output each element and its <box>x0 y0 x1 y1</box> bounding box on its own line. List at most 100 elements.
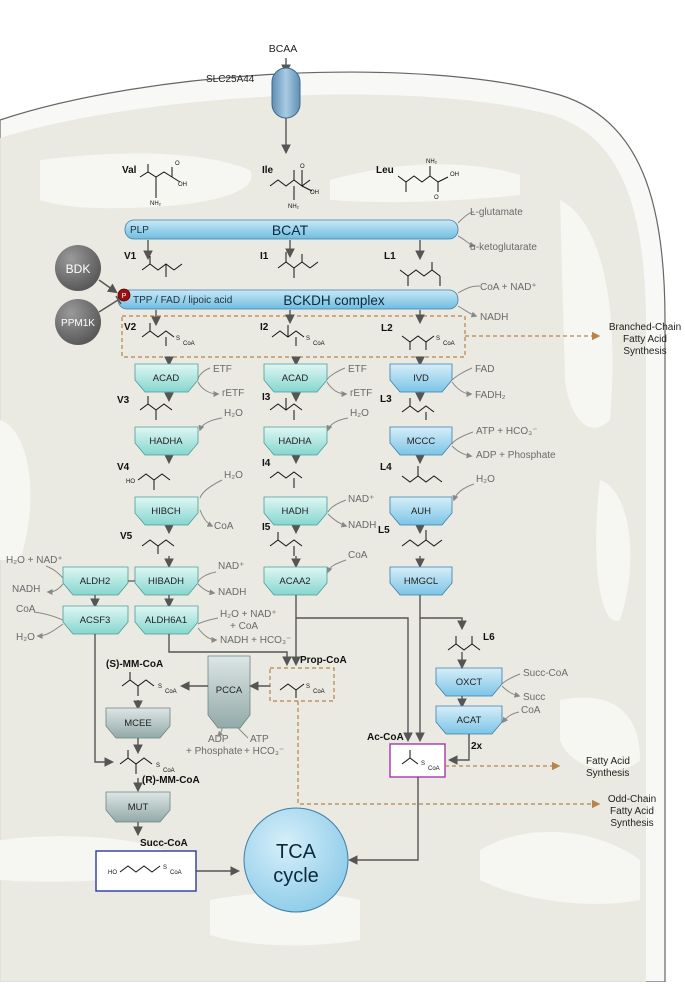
svg-text:ATP + HCO₃⁻: ATP + HCO₃⁻ <box>476 426 538 437</box>
isoleucine-structure <box>269 170 313 200</box>
svg-text:CoA: CoA <box>16 604 36 615</box>
svg-text:L4: L4 <box>380 462 392 473</box>
svg-text:CoA: CoA <box>183 341 195 347</box>
svg-text:O: O <box>175 161 180 167</box>
enz-val-hibch[interactable]: HIBCH <box>134 496 199 526</box>
svg-text:H₂O + NAD⁺: H₂O + NAD⁺ <box>6 555 63 566</box>
enz-val-acsf3[interactable]: ACSF3 <box>62 605 129 635</box>
bckdh-bar[interactable]: TPP / FAD / lipoic acid BCKDH complex <box>117 289 459 310</box>
ile-label: Ile <box>262 165 274 176</box>
slc25a44-transporter[interactable] <box>271 67 301 119</box>
svg-text:FADH₂: FADH₂ <box>475 390 506 401</box>
svg-text:I3: I3 <box>262 392 271 403</box>
svg-text:ACAD: ACAD <box>153 373 180 384</box>
svg-text:Succ: Succ <box>523 692 545 703</box>
bcat-label: BCAT <box>272 222 309 238</box>
svg-text:CoA: CoA <box>521 705 541 716</box>
svg-text:NADH + HCO₃⁻: NADH + HCO₃⁻ <box>220 635 291 646</box>
phospho-badge <box>117 288 131 302</box>
svg-text:HADHA: HADHA <box>278 436 312 447</box>
svg-text:MCCC: MCCC <box>407 436 436 447</box>
succ-coa-label: Succ-CoA <box>140 838 188 849</box>
enz-mut[interactable]: MUT <box>105 791 171 823</box>
r-mm-coa-label: (R)-MM-CoA <box>142 775 200 786</box>
enz-leu-oxct[interactable]: OXCT <box>435 667 503 697</box>
svg-text:PCCA: PCCA <box>216 685 243 696</box>
svg-text:OH: OH <box>178 182 187 188</box>
svg-text:CoA: CoA <box>163 768 175 774</box>
enz-pcca[interactable]: PCCA <box>207 655 251 729</box>
svg-text:ACAT: ACAT <box>457 715 482 726</box>
odd-chain-fas-3: Synthesis <box>610 818 653 829</box>
svg-text:MUT: MUT <box>128 802 149 813</box>
svg-text:H₂O: H₂O <box>224 408 243 419</box>
bcaa-label: BCAA <box>269 43 298 55</box>
svg-text:IVD: IVD <box>413 373 429 384</box>
svg-text:2x: 2x <box>471 741 483 752</box>
bcat-cofactor: PLP <box>130 225 149 236</box>
kiv-structure <box>141 256 183 277</box>
bcat-bar[interactable]: PLP BCAT <box>124 219 459 240</box>
val-label: Val <box>122 165 137 176</box>
svg-text:CoA: CoA <box>313 341 325 347</box>
svg-text:rETF: rETF <box>350 388 372 399</box>
enz-val-acad[interactable]: ACAD <box>134 363 199 393</box>
svg-text:HIBCH: HIBCH <box>151 506 181 517</box>
enz-ile-hadha[interactable]: HADHA <box>263 426 328 456</box>
enz-ile-hadh[interactable]: HADH <box>263 496 328 526</box>
enz-val-aldh6a1[interactable]: ALDH6A1 <box>134 605 199 635</box>
l2-label: L2 <box>381 323 393 334</box>
svg-text:V4: V4 <box>117 462 130 473</box>
ppm1k-node[interactable] <box>55 299 101 345</box>
ac-coa-label: Ac-CoA <box>367 732 404 743</box>
ac-coa-box <box>389 743 446 778</box>
svg-text:H₂O: H₂O <box>476 474 495 485</box>
svg-text:CoA: CoA <box>313 689 325 695</box>
svg-text:NADH: NADH <box>12 584 40 595</box>
enz-leu-hmgcl[interactable]: HMGCL <box>389 566 453 596</box>
enz-val-hadha[interactable]: HADHA <box>134 426 199 456</box>
bckdh-input: CoA + NAD⁺ <box>480 282 537 293</box>
svg-text:Succ-CoA: Succ-CoA <box>523 668 568 679</box>
odd-chain-fas-2: Fatty Acid <box>610 806 654 817</box>
svg-text:HMGCL: HMGCL <box>404 576 438 587</box>
enz-leu-acat[interactable]: ACAT <box>435 705 503 735</box>
svg-text:V5: V5 <box>120 531 133 542</box>
cristae <box>0 153 640 946</box>
svg-text:OXCT: OXCT <box>456 677 483 688</box>
prop-coa-box <box>269 667 335 702</box>
enz-leu-auh[interactable]: AUH <box>389 496 453 526</box>
svg-text:CoA: CoA <box>170 870 182 876</box>
svg-text:ALDH2: ALDH2 <box>80 576 111 587</box>
enz-val-aldh2[interactable]: ALDH2 <box>62 566 129 596</box>
svg-text:OH: OH <box>310 190 319 196</box>
enz-leu-ivd[interactable]: IVD <box>389 363 453 393</box>
enz-ile-acad[interactable]: ACAD <box>263 363 328 393</box>
succ-coa-box <box>95 850 197 892</box>
branched-chain-fas-1: Branched-Chain <box>609 322 681 333</box>
enz-ile-acaa2[interactable]: ACAA2 <box>263 566 328 596</box>
svg-text:NADH: NADH <box>218 587 246 598</box>
svg-text:ATP: ATP <box>250 734 269 745</box>
svg-text:HADH: HADH <box>282 506 309 517</box>
svg-text:I5: I5 <box>262 522 271 533</box>
svg-text:ACSF3: ACSF3 <box>80 615 111 626</box>
column-arrows <box>164 356 425 535</box>
bckdh-output: NADH <box>480 312 508 323</box>
tca-cycle[interactable] <box>243 807 349 913</box>
enz-leu-mccc[interactable]: MCCC <box>389 426 453 456</box>
svg-text:HIBADH: HIBADH <box>148 576 184 587</box>
svg-text:NAD⁺: NAD⁺ <box>218 561 244 572</box>
bdk-node[interactable] <box>55 245 101 291</box>
kmv-structure <box>277 252 319 278</box>
svg-text:ACAA2: ACAA2 <box>279 576 310 587</box>
valine-structure <box>139 164 181 198</box>
svg-text:ALDH6A1: ALDH6A1 <box>145 615 187 626</box>
svg-text:HO: HO <box>126 479 135 485</box>
branched-chain-fas-2: Fatty Acid <box>623 334 667 345</box>
kic-structure <box>399 262 441 286</box>
enz-mcee[interactable]: MCEE <box>105 707 171 739</box>
fatty-acid-synthesis-2: Synthesis <box>586 768 629 779</box>
svg-text:H₂O: H₂O <box>350 408 369 419</box>
enz-val-hibadh[interactable]: HIBADH <box>134 566 199 596</box>
